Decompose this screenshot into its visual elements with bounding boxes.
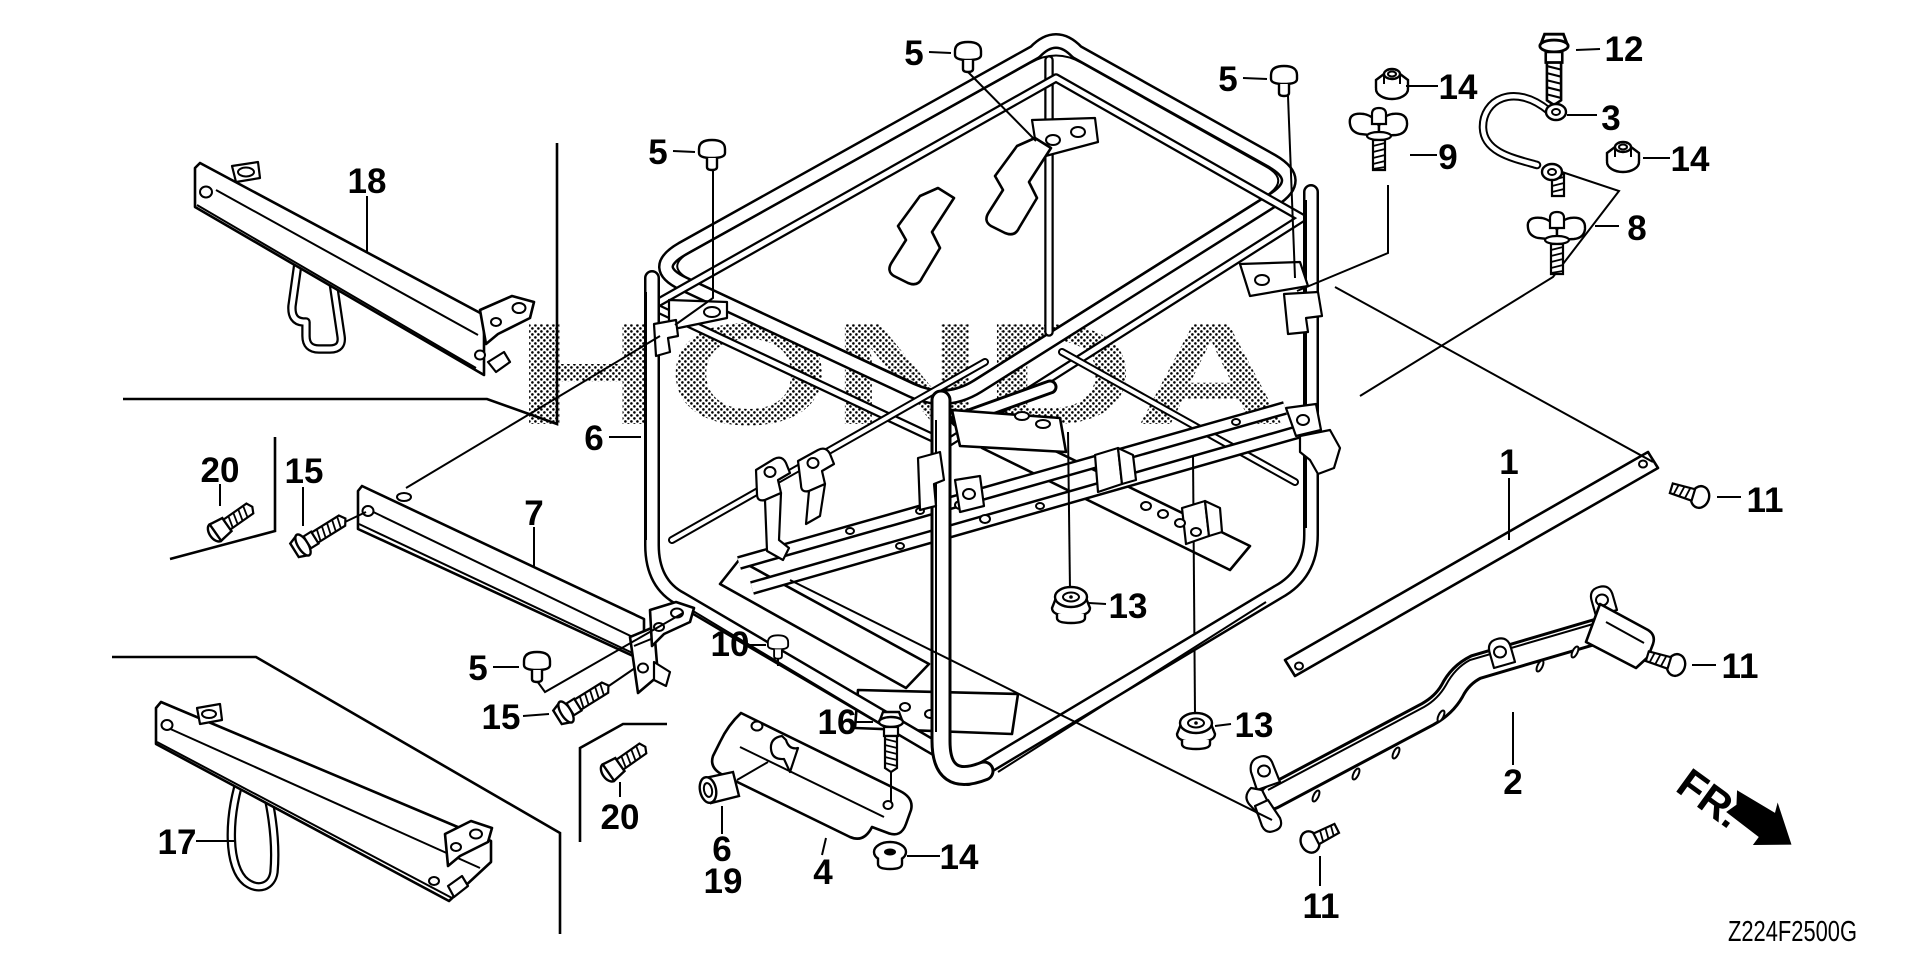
svg-text:9: 9 <box>1438 138 1457 177</box>
svg-text:11: 11 <box>1303 887 1340 926</box>
svg-text:2: 2 <box>1503 763 1522 802</box>
svg-text:5: 5 <box>468 649 487 688</box>
svg-text:15: 15 <box>285 452 324 491</box>
svg-text:HONDA: HONDA <box>515 293 1287 455</box>
svg-text:7: 7 <box>524 494 543 533</box>
svg-text:5: 5 <box>648 133 667 172</box>
svg-text:5: 5 <box>1218 60 1237 99</box>
svg-text:Z224F2500G: Z224F2500G <box>1728 916 1857 948</box>
svg-text:14: 14 <box>1671 140 1710 179</box>
svg-text:13: 13 <box>1235 706 1274 745</box>
svg-text:8: 8 <box>1627 209 1646 248</box>
svg-text:1: 1 <box>1499 443 1518 482</box>
svg-text:14: 14 <box>940 838 979 877</box>
svg-text:5: 5 <box>904 34 923 73</box>
svg-text:11: 11 <box>1747 481 1784 520</box>
svg-text:20: 20 <box>601 798 640 837</box>
svg-text:10: 10 <box>711 625 750 664</box>
svg-text:6: 6 <box>712 830 731 869</box>
svg-text:3: 3 <box>1601 99 1620 138</box>
svg-text:17: 17 <box>158 823 197 862</box>
svg-text:13: 13 <box>1109 587 1148 626</box>
svg-text:6: 6 <box>584 419 603 458</box>
svg-text:16: 16 <box>818 703 857 742</box>
svg-text:18: 18 <box>348 162 387 201</box>
svg-text:20: 20 <box>201 451 240 490</box>
svg-text:19: 19 <box>704 862 743 901</box>
svg-text:4: 4 <box>813 853 833 892</box>
svg-text:15: 15 <box>482 698 521 737</box>
svg-text:12: 12 <box>1605 30 1644 69</box>
svg-text:11: 11 <box>1722 647 1759 686</box>
svg-text:14: 14 <box>1439 68 1478 107</box>
